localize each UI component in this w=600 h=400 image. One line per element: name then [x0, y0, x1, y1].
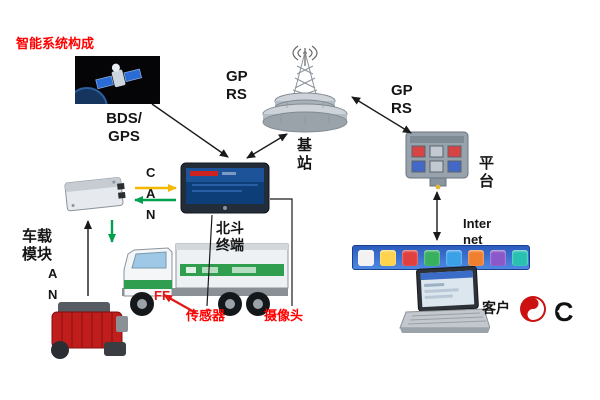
beidou-terminal-icon — [180, 162, 270, 214]
gprs-right-label: GP RS — [391, 82, 413, 118]
beidou-terminal-label: 北斗 终端 — [216, 220, 244, 254]
sensor-label: 传感器 — [186, 308, 226, 323]
app-icon — [490, 249, 506, 266]
app-icon — [468, 249, 484, 266]
base-station-label: 基 站 — [297, 137, 313, 173]
internet-label: Inter net — [463, 216, 492, 247]
can-engine-label: A N — [48, 266, 58, 302]
can-bus-label: C A N — [146, 165, 156, 222]
platform-server-icon — [404, 130, 472, 190]
gprs-left-label: GP RS — [226, 68, 248, 104]
engine-image — [46, 296, 134, 360]
app-icon — [512, 249, 528, 266]
camera-label: 摄像头 — [264, 308, 304, 323]
app-icon — [402, 249, 418, 266]
cummins-logo-letter: C — [554, 297, 574, 326]
app-toolbar — [352, 245, 530, 270]
vehicle-module-icon — [60, 170, 132, 218]
cummins-logo: C — [550, 296, 586, 327]
diagram-title: 智能系统构成 — [16, 36, 95, 51]
truck-logo-text: FF — [154, 288, 170, 303]
laptop-image — [398, 265, 491, 334]
dongfeng-logo — [518, 294, 548, 324]
app-icon — [358, 249, 374, 266]
app-icon — [424, 249, 440, 266]
vehicle-module-label: 车载 模块 — [22, 228, 53, 264]
bds-gps-label: BDS/ GPS — [106, 110, 142, 146]
customer-label: 客户 — [482, 300, 510, 316]
satellite-image — [66, 56, 160, 129]
base-station-icon — [252, 44, 358, 138]
platform-label: 平 台 — [479, 155, 495, 191]
app-icon — [446, 249, 462, 266]
link-satellite-terminal — [151, 103, 229, 158]
app-icon — [380, 249, 396, 266]
